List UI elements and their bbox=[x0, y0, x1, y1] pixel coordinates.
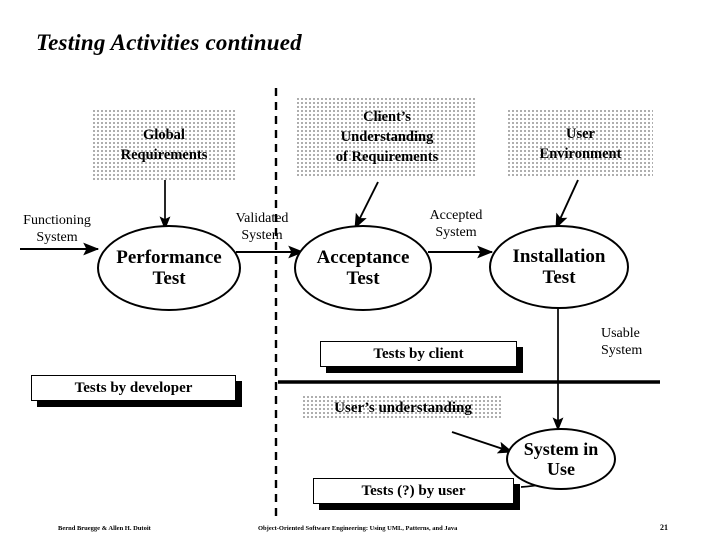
flow-label-functioning-system: Functioning System bbox=[10, 213, 104, 247]
footer-page-number: 21 bbox=[660, 523, 668, 532]
user-environment-line-2: Environment bbox=[539, 146, 622, 162]
flow-label-validated-system: Validated System bbox=[222, 211, 302, 245]
activity-performance-test: Performance Test bbox=[97, 225, 241, 311]
activity-system-in-use: System in Use bbox=[506, 428, 616, 490]
callout-body[interactable]: Tests by developer bbox=[31, 375, 236, 401]
functioning-system-line-2: System bbox=[36, 229, 78, 245]
functioning-system-line-1: Functioning bbox=[23, 213, 91, 228]
input-box-global-requirements: Global Requirements bbox=[93, 110, 235, 180]
callout-body[interactable]: Tests (?) by user bbox=[313, 478, 514, 504]
user-environment-line-1: User bbox=[565, 126, 595, 142]
callout-tests-by-client[interactable]: Tests by client bbox=[320, 341, 523, 373]
clients-understanding-line-3: of Requirements bbox=[335, 149, 439, 165]
usable-system-line-2: System bbox=[601, 342, 643, 358]
footer-authors: Bernd Bruegge & Allen H. Dutoit bbox=[58, 525, 151, 532]
activity-acceptance-test: Acceptance Test bbox=[294, 225, 432, 311]
arrow-clients-understanding-to-acceptance-test bbox=[354, 181, 379, 230]
accepted-system-line-1: Accepted bbox=[429, 208, 483, 223]
input-box-user-environment: User Environment bbox=[508, 110, 653, 178]
flow-label-usable-system: Usable System bbox=[601, 326, 681, 360]
input-box-clients-understanding: Client’s Understanding of Requirements bbox=[297, 98, 477, 176]
arrow-user-environment-to-installation-test bbox=[555, 179, 579, 230]
performance-test-line-2: Test bbox=[152, 268, 186, 289]
usable-system-line-1: Usable bbox=[601, 326, 640, 341]
tests-by-client-label: Tests by client bbox=[373, 345, 464, 362]
acceptance-test-line-1: Acceptance bbox=[316, 246, 410, 268]
footer-book-title: Object-Oriented Software Engineering: Us… bbox=[258, 525, 458, 532]
callout-body[interactable]: Tests by client bbox=[320, 341, 517, 367]
validated-system-line-1: Validated bbox=[235, 211, 289, 226]
accepted-system-line-2: System bbox=[435, 224, 477, 240]
flow-label-accepted-system: Accepted System bbox=[416, 208, 496, 242]
global-requirements-line-1: Global bbox=[143, 127, 185, 143]
tests-by-user-label: Tests (?) by user bbox=[361, 482, 466, 499]
clients-understanding-line-1: Client’s bbox=[363, 109, 411, 125]
arrow-users-understanding-to-system-in-use bbox=[451, 431, 514, 454]
users-understanding-text: User’s understanding bbox=[334, 399, 472, 416]
callout-tests-by-developer[interactable]: Tests by developer bbox=[31, 375, 242, 407]
system-in-use-line-2: Use bbox=[546, 459, 575, 479]
page-title: Testing Activities continued bbox=[36, 30, 302, 55]
performance-test-line-1: Performance bbox=[116, 246, 222, 268]
clients-understanding-line-2: Understanding bbox=[340, 129, 434, 145]
validated-system-line-2: System bbox=[241, 227, 283, 243]
activity-installation-test: Installation Test bbox=[489, 225, 629, 309]
band-label-users-understanding: User’s understanding bbox=[303, 396, 503, 420]
acceptance-test-line-2: Test bbox=[346, 268, 380, 289]
callout-tests-by-user[interactable]: Tests (?) by user bbox=[313, 478, 520, 510]
installation-test-line-2: Test bbox=[542, 267, 576, 288]
installation-test-line-1: Installation bbox=[512, 245, 606, 267]
system-in-use-line-1: System in bbox=[523, 438, 599, 459]
tests-by-developer-label: Tests by developer bbox=[74, 379, 193, 396]
global-requirements-line-2: Requirements bbox=[120, 147, 208, 163]
